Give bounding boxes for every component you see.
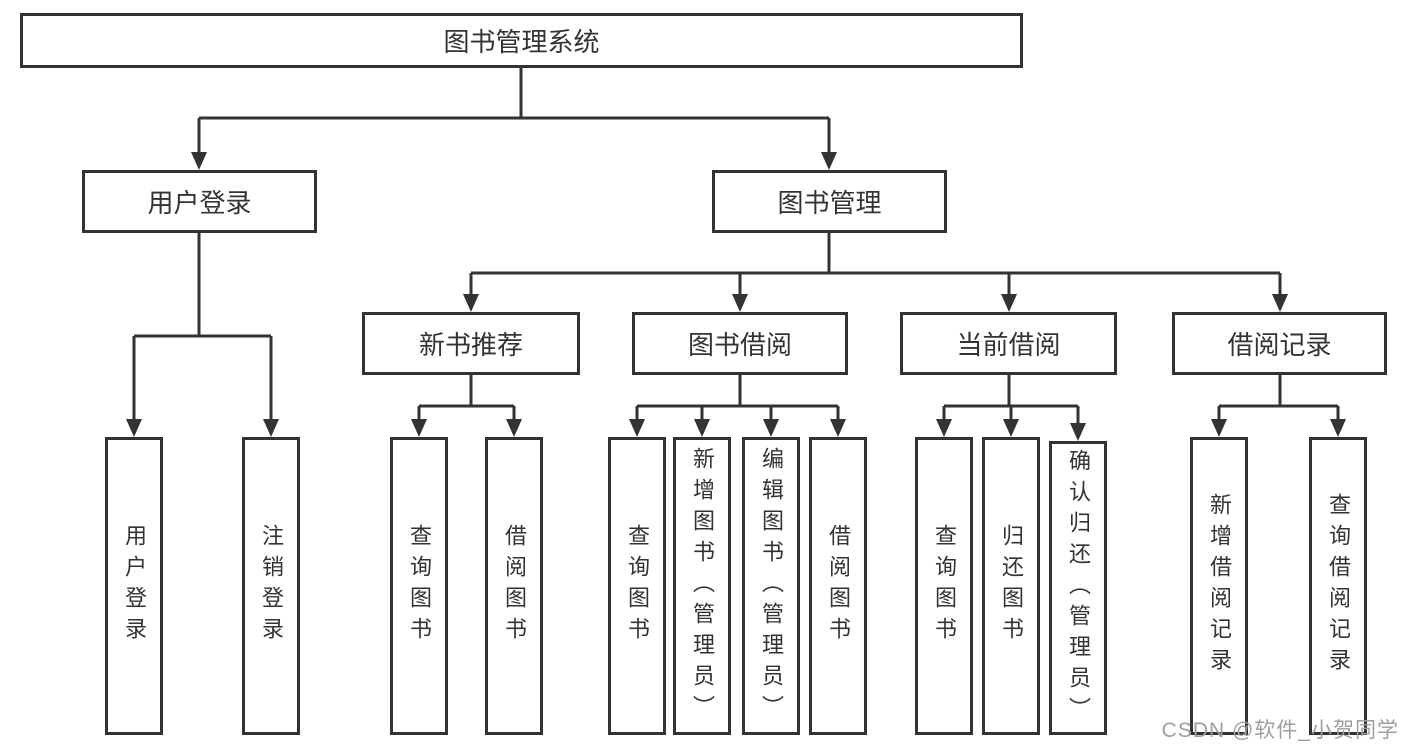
arrowhead-new-book-rec — [463, 294, 479, 312]
node-leaf-edit-book-admin: 编辑图书（管理员） — [742, 437, 800, 735]
node-leaf-borrow-book-bb: 借阅图书 — [809, 437, 867, 735]
arrowhead-leaf-bb-edit — [763, 419, 779, 437]
arrowhead-leaf-cb-confirm — [1070, 423, 1086, 441]
arrowhead-leaf-rec-borrow — [506, 419, 522, 437]
node-leaf-query-book-cb: 查询图书 — [915, 437, 973, 735]
arrowhead-book-borrow — [732, 294, 748, 312]
arrowhead-leaf-user-login — [126, 419, 142, 437]
connector-user-login-split — [132, 233, 273, 420]
connector-current-borrow-split — [942, 375, 1080, 423]
arrowhead-borrow-record — [1272, 294, 1288, 312]
arrowhead-current-borrow — [1001, 294, 1017, 312]
node-borrowing-records: 借阅记录 — [1172, 312, 1387, 375]
node-new-book-recommend: 新书推荐 — [362, 312, 580, 375]
arrowhead-leaf-bb-borrow — [830, 419, 846, 437]
arrowhead-leaf-cb-return — [1003, 419, 1019, 437]
node-leaf-logout: 注销登录 — [242, 437, 300, 735]
arrowhead-user-login — [191, 152, 207, 170]
csdn-watermark: CSDN @软件_小贺同学 — [1161, 719, 1399, 742]
connector-book-borrow-split — [635, 375, 840, 420]
arrowhead-leaf-br-add — [1211, 419, 1227, 437]
arrowhead-leaf-rec-query — [411, 419, 427, 437]
arrowhead-leaf-br-query — [1330, 419, 1346, 437]
node-leaf-query-book-rec: 查询图书 — [390, 437, 448, 735]
node-leaf-add-book-admin: 新增图书（管理员） — [673, 437, 731, 735]
connector-root-stem — [197, 68, 831, 153]
connector-borrow-record-split — [1217, 375, 1340, 420]
node-leaf-add-borrow-record: 新增借阅记录 — [1190, 437, 1248, 735]
arrowhead-leaf-bb-query — [629, 419, 645, 437]
node-leaf-borrow-book-rec: 借阅图书 — [485, 437, 543, 735]
node-root-system: 图书管理系统 — [20, 13, 1023, 68]
arrowhead-book-mgmt — [821, 152, 837, 170]
node-leaf-return-book: 归还图书 — [982, 437, 1040, 735]
node-user-login: 用户登录 — [82, 170, 317, 233]
connector-new-book-rec-split — [417, 375, 516, 420]
node-leaf-query-book-bb: 查询图书 — [608, 437, 666, 735]
node-leaf-confirm-return-admin: 确认归还（管理员） — [1049, 441, 1107, 735]
node-leaf-query-borrow-record: 查询借阅记录 — [1309, 437, 1367, 735]
node-book-management: 图书管理 — [712, 170, 947, 233]
arrowhead-leaf-logout — [263, 419, 279, 437]
node-leaf-user-login: 用户登录 — [105, 437, 163, 735]
node-current-borrowing: 当前借阅 — [900, 312, 1117, 375]
arrowhead-leaf-bb-add — [694, 419, 710, 437]
node-book-borrowing: 图书借阅 — [632, 312, 848, 375]
connector-book-mgmt-split — [469, 233, 1282, 295]
arrowhead-leaf-cb-query — [936, 419, 952, 437]
